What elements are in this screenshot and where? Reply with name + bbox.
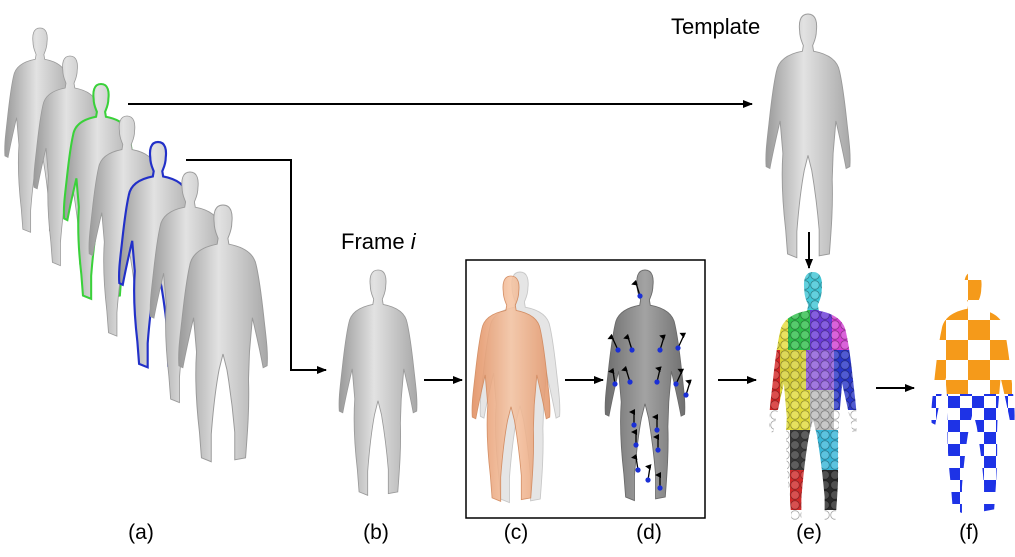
caption-a: (a)	[128, 521, 154, 544]
marker-point	[645, 477, 651, 483]
sphere-patch-mesh	[769, 272, 857, 520]
arrow-to-frame-i	[186, 159, 327, 374]
marker-point	[657, 347, 663, 353]
marker-point	[657, 485, 663, 491]
marker-point	[654, 427, 660, 433]
marker-point	[612, 381, 618, 387]
marker-point	[655, 447, 661, 453]
caption-e: (e)	[796, 521, 822, 544]
caption-f: (f)	[959, 521, 979, 544]
displacement-mesh	[604, 269, 692, 501]
marker-point	[654, 379, 660, 385]
registration-box	[465, 259, 706, 519]
marker-point	[673, 381, 679, 387]
marker-point	[629, 347, 635, 353]
marker-point	[631, 422, 637, 428]
caption-b: (b)	[363, 521, 389, 544]
marker-point	[675, 345, 681, 351]
marker-point	[627, 379, 633, 385]
caption-c: (c)	[503, 521, 529, 544]
caption-d: (d)	[636, 521, 662, 544]
template-label: Template	[671, 14, 761, 39]
marker-point	[635, 467, 641, 473]
template-mesh	[765, 13, 851, 259]
marker-point	[637, 293, 643, 299]
frame-i-label: Frame i	[341, 229, 416, 254]
marker-point	[615, 347, 621, 353]
marker-point	[633, 442, 639, 448]
frame-i-mesh	[338, 269, 418, 496]
marker-point	[683, 392, 689, 398]
frame-sequence	[4, 27, 268, 463]
checkerboard-mesh	[931, 272, 1015, 514]
overlay-mesh	[471, 271, 561, 503]
